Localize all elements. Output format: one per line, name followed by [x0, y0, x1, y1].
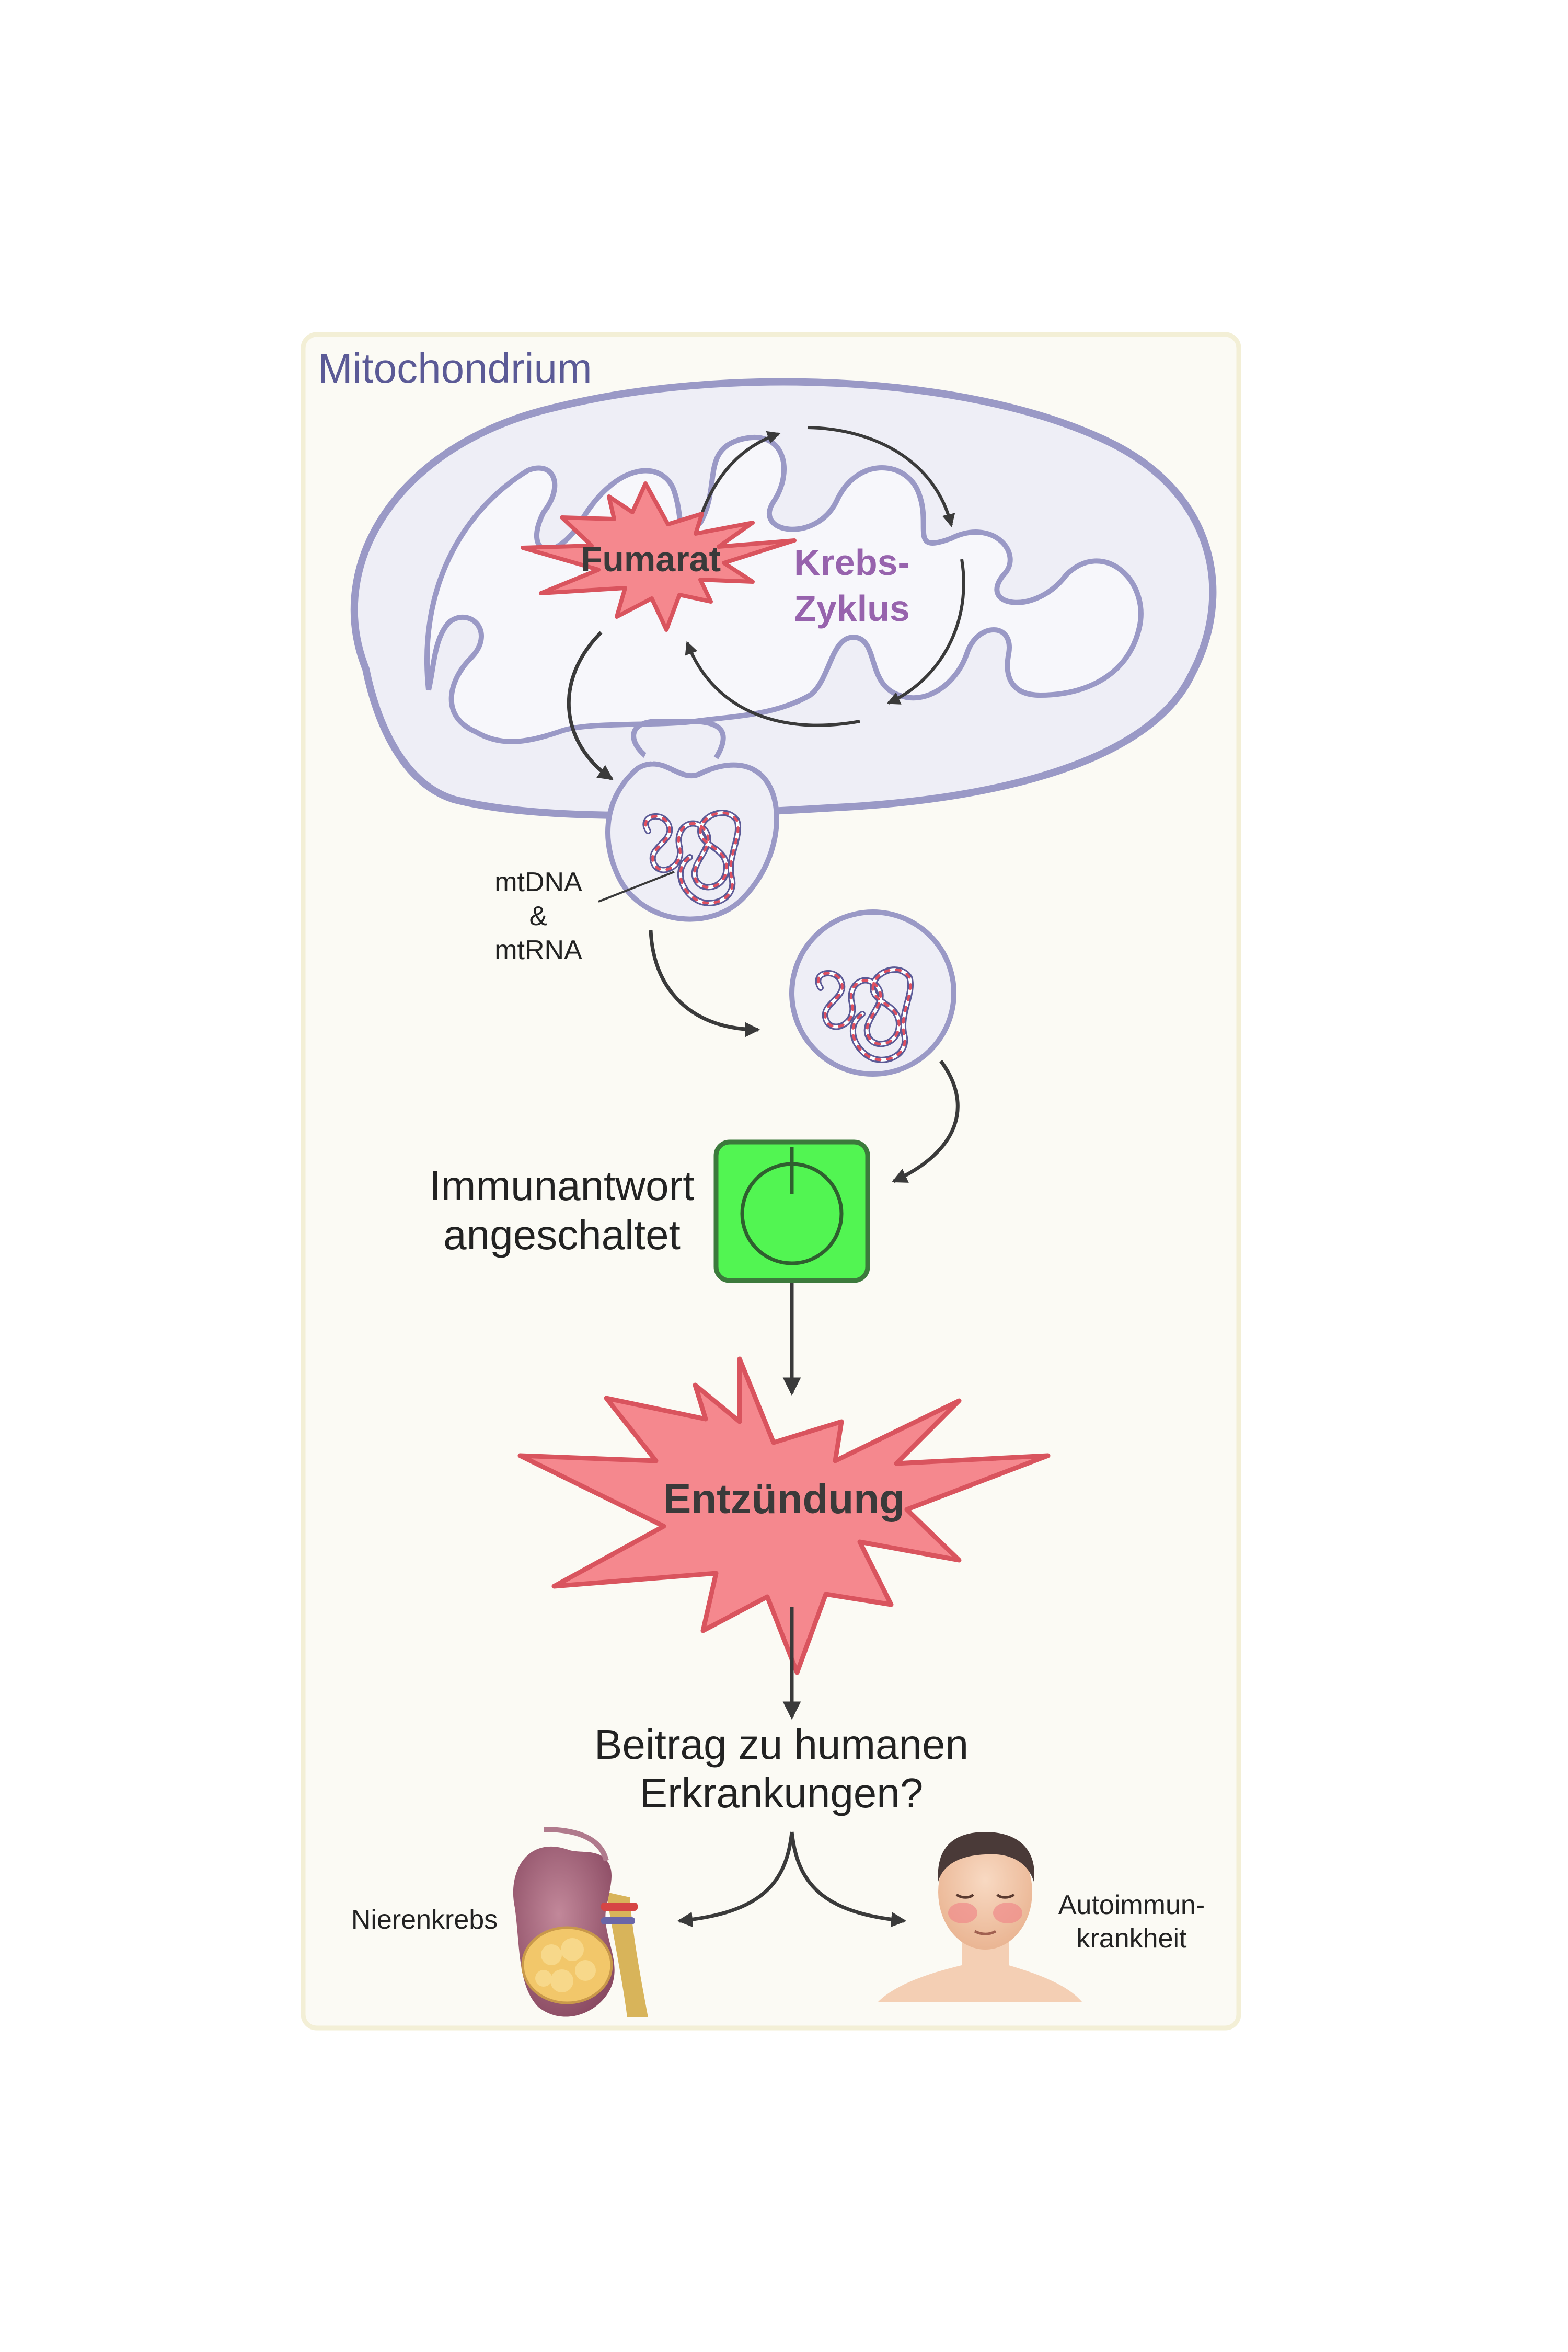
- mtdna-coil-icon: [642, 810, 742, 906]
- outer-membrane-neck: [631, 719, 726, 760]
- inflammation-label: Entzündung: [663, 1475, 905, 1522]
- mtdna-label-line1: mtDNA: [494, 867, 582, 897]
- question-line1: Beitrag zu humanen: [594, 1721, 969, 1768]
- kidney-cancer-label: Nierenkrebs: [351, 1905, 498, 1935]
- release-arrow: [649, 930, 760, 1037]
- patient-face-icon: [878, 1832, 1082, 2002]
- mtdna-pointer-line: [598, 871, 675, 903]
- split-arrows: [677, 1831, 907, 1928]
- question-line2: Erkrankungen?: [640, 1770, 924, 1816]
- mtdna-coil-icon-released: [815, 966, 914, 1063]
- fumarate-burst-icon: [521, 481, 797, 632]
- panel-title: Mitochondrium: [318, 345, 592, 391]
- immune-label-line2: angeschaltet: [443, 1212, 681, 1258]
- mitochondrion: [350, 378, 1217, 819]
- kidney-tumor-icon: [513, 1827, 648, 2017]
- immune-label-line1: Immunantwort: [430, 1162, 695, 1209]
- vesicle-to-switch-arrow: [891, 1059, 960, 1183]
- fumarate-to-mtdna-arrow: [567, 631, 614, 780]
- krebs-cycle-label-line2: Zyklus: [794, 588, 910, 629]
- inner-membrane-cristae: [424, 434, 1144, 744]
- autoimmune-label-line2: krankheit: [1077, 1923, 1187, 1954]
- autoimmune-label-line1: Autoimmun-: [1058, 1890, 1205, 1920]
- mtdna-label-line3: mtRNA: [494, 935, 582, 965]
- inflammation-burst-icon: [517, 1356, 1051, 1675]
- mtdna-label-line2: &: [529, 901, 548, 931]
- krebs-cycle-label-line1: Krebs-: [794, 542, 910, 583]
- krebs-cycle-arrows: [685, 426, 965, 727]
- fumarate-label: Fumarat: [581, 539, 721, 579]
